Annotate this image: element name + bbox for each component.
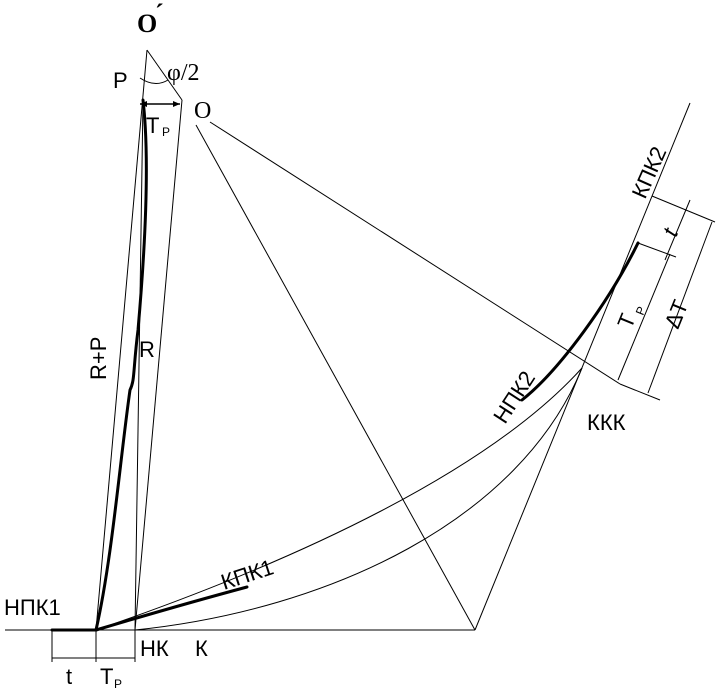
label-tp-top: T [146, 113, 159, 138]
dim-ext-kkk [619, 383, 661, 401]
label-kpk2: КПК2 [627, 143, 672, 202]
bisector-line [195, 124, 476, 631]
label-nk: НК [140, 636, 169, 661]
radius-r-curve [94, 98, 148, 632]
label-p: P [113, 68, 128, 93]
radius-to-kkk [209, 121, 621, 385]
label-kpk1: КПК1 [218, 554, 277, 594]
label-tp-bottom: T [100, 664, 113, 689]
label-delta-t: ΔT [659, 296, 693, 331]
label-tp-right-sub: P [633, 304, 649, 317]
label-r: R [139, 337, 155, 362]
label-r-plus-p: R+P [86, 337, 111, 380]
label-o-prime: O [137, 9, 157, 38]
label-k: К [195, 636, 208, 661]
label-kkk: ККК [587, 410, 626, 435]
tp-dimension-right [617, 253, 671, 381]
circular-arc-outer [95, 367, 583, 631]
angle-arc [139, 77, 169, 84]
radius-line-r-plus-p [95, 49, 148, 631]
label-t-bottom: t [66, 664, 72, 689]
transition-curve-npk2 [520, 241, 640, 402]
label-phi-half: φ/2 [167, 60, 200, 86]
angle-ray-upper [146, 49, 183, 101]
label-o: O [194, 98, 211, 124]
label-tp-top-sub: P [162, 125, 170, 139]
transition-curve-kpk1 [94, 585, 249, 632]
t-dimension-right [664, 199, 691, 261]
label-o-prime-mark: ´ [155, 0, 164, 28]
radius-line-inner [134, 99, 144, 631]
delta-t-dimension [647, 221, 713, 394]
label-tp-bottom-sub: P [114, 677, 122, 691]
circular-arc-inner [134, 367, 583, 631]
label-npk2: НПК2 [488, 366, 540, 427]
dim-ext-kpk2 [651, 195, 716, 223]
label-npk1: НПК1 [4, 595, 61, 620]
second-tangent-line [474, 102, 691, 631]
radius-line-outer [134, 99, 183, 631]
dim-ext-curve-end [637, 242, 677, 258]
